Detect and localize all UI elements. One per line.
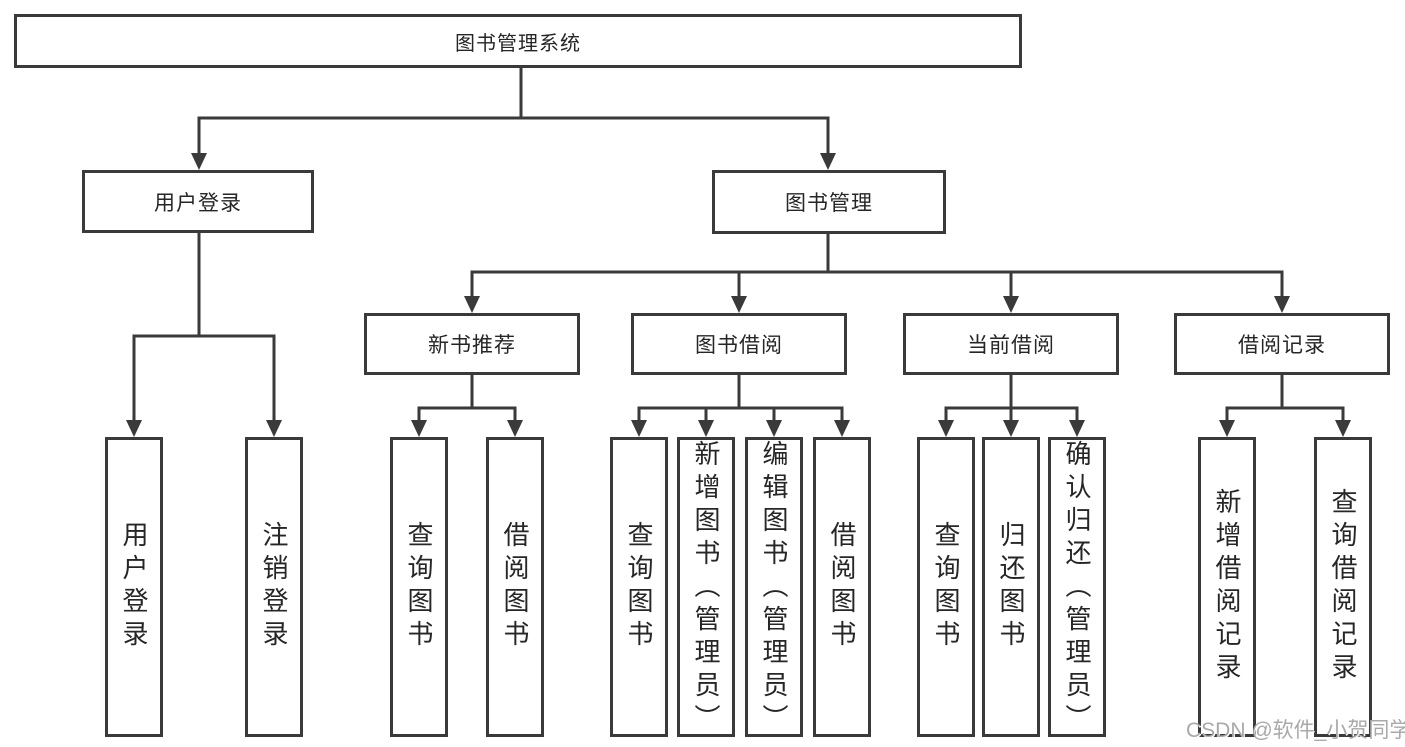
leaf-query-borrow-record: 查询借阅记录: [1314, 437, 1372, 737]
node-book-borrow-label: 图书借阅: [695, 334, 783, 357]
leaf-edit-book-admin-label: 编辑图书（管理员）: [759, 440, 789, 737]
node-new-book-recommend-label: 新书推荐: [428, 334, 516, 357]
arrowhead-l3-1: [464, 296, 480, 313]
leaf-return-book: 归还图书: [982, 437, 1040, 737]
arrowhead-cu-2: [1003, 420, 1019, 437]
arrowhead-user-login: [191, 153, 207, 170]
arrowhead-cu-1: [938, 420, 954, 437]
leaf-return-book-label: 归还图书: [996, 521, 1026, 653]
arrowhead-re-1: [1219, 420, 1235, 437]
leaf-recommend-borrow-book: 借阅图书: [486, 437, 544, 737]
node-borrow-record-label: 借阅记录: [1238, 334, 1326, 357]
leaf-borrow-book: 借阅图书: [813, 437, 871, 737]
leaf-add-borrow-record-label: 新增借阅记录: [1212, 488, 1242, 686]
leaf-add-book-admin: 新增图书（管理员）: [677, 437, 735, 737]
leaf-query-borrow-record-label: 查询借阅记录: [1328, 488, 1358, 686]
leaf-user-login: 用户登录: [105, 437, 163, 737]
node-current-borrow: 当前借阅: [903, 313, 1119, 375]
arrowhead-br-4: [834, 420, 850, 437]
leaf-add-book-admin-label: 新增图书（管理员）: [691, 440, 721, 737]
arrowhead-book-mgmt: [820, 153, 836, 170]
leaf-user-login-label: 用户登录: [119, 521, 149, 653]
arrowhead-rc-2: [507, 420, 523, 437]
arrowhead-ul-1: [126, 420, 142, 437]
csdn-watermark: CSDN @软件_小贺同学: [1186, 719, 1405, 742]
leaf-current-query-book-label: 查询图书: [931, 521, 961, 653]
node-current-borrow-label: 当前借阅: [967, 334, 1055, 357]
node-user-login-label: 用户登录: [154, 191, 242, 215]
leaf-recommend-query-book-label: 查询图书: [404, 521, 434, 653]
arrowheads: [126, 153, 1351, 437]
node-borrow-record: 借阅记录: [1174, 313, 1390, 375]
leaf-logout: 注销登录: [245, 437, 303, 737]
leaf-add-borrow-record: 新增借阅记录: [1198, 437, 1256, 737]
leaf-confirm-return-admin-label: 确认归还（管理员）: [1062, 440, 1092, 737]
leaf-borrow-query-book: 查询图书: [610, 437, 668, 737]
arrowhead-cu-3: [1069, 420, 1085, 437]
node-root-system: 图书管理系统: [14, 14, 1022, 68]
arrowhead-re-2: [1335, 420, 1351, 437]
node-new-book-recommend: 新书推荐: [364, 313, 580, 375]
node-root-system-label: 图书管理系统: [455, 32, 581, 55]
leaf-borrow-query-book-label: 查询图书: [624, 521, 654, 653]
node-user-login: 用户登录: [82, 170, 314, 233]
node-book-management-label: 图书管理: [785, 192, 873, 215]
arrowhead-l3-3: [1003, 296, 1019, 313]
leaf-recommend-query-book: 查询图书: [390, 437, 448, 737]
node-book-management: 图书管理: [712, 170, 946, 234]
arrowhead-rc-1: [411, 420, 427, 437]
leaf-recommend-borrow-book-label: 借阅图书: [500, 521, 530, 653]
node-book-borrow: 图书借阅: [631, 313, 847, 375]
arrowhead-br-3: [766, 420, 782, 437]
arrowhead-br-2: [698, 420, 714, 437]
leaf-borrow-book-label: 借阅图书: [827, 521, 857, 653]
arrowhead-br-1: [631, 420, 647, 437]
arrowhead-l3-2: [731, 296, 747, 313]
arrowhead-ul-2: [266, 420, 282, 437]
arrowhead-l3-4: [1274, 296, 1290, 313]
leaf-edit-book-admin: 编辑图书（管理员）: [745, 437, 803, 737]
leaf-confirm-return-admin: 确认归还（管理员）: [1048, 437, 1106, 737]
leaf-logout-label: 注销登录: [259, 521, 289, 653]
leaf-current-query-book: 查询图书: [917, 437, 975, 737]
